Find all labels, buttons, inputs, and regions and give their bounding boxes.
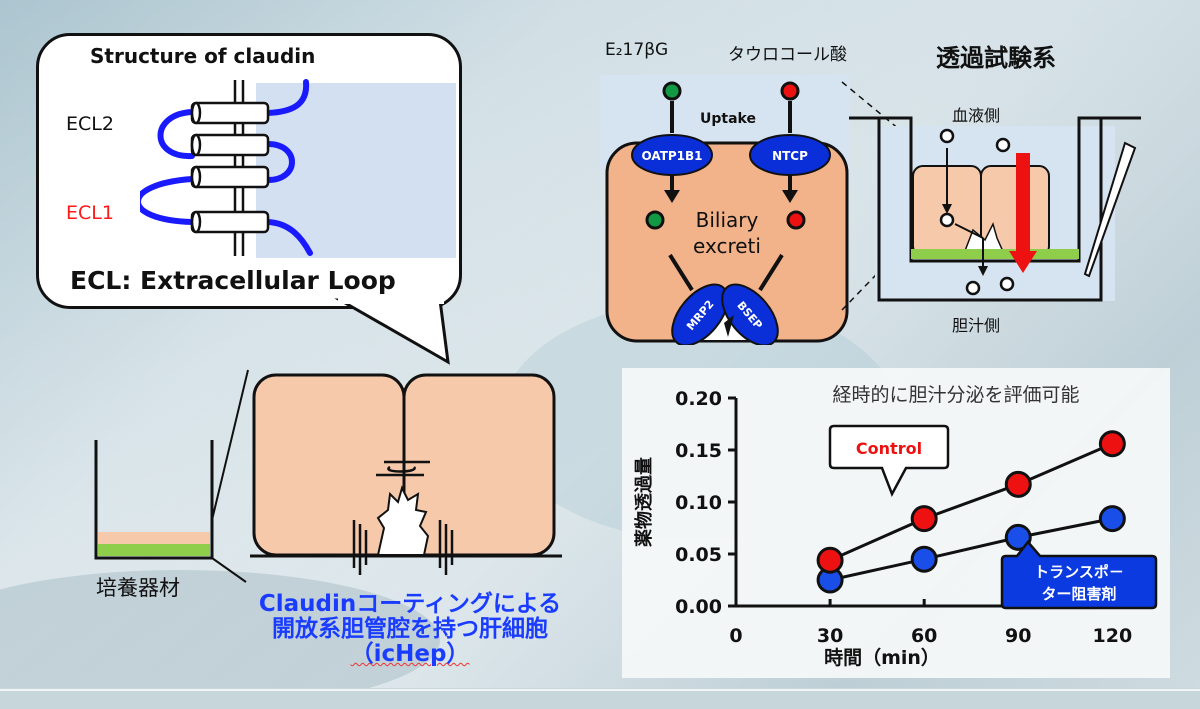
y-tick-label: 0.15: [675, 440, 722, 462]
y-tick-label: 0.00: [675, 596, 722, 618]
data-point: [1004, 470, 1032, 498]
claudin-diagram: [140, 79, 456, 258]
insert: [879, 116, 1101, 263]
ecl2-loop: [157, 109, 195, 160]
culture-vessel: [94, 440, 214, 560]
y-ticks: 0.00 0.05 0.10 0.15 0.20: [675, 388, 736, 618]
oatp1b1-label: OATP1B1: [641, 149, 702, 163]
ntcp-label: NTCP: [772, 149, 808, 163]
inhibitor-callout: [1000, 540, 1158, 610]
series-line: [829, 442, 1113, 562]
chart-panel: [622, 368, 1170, 678]
permeation-arrow-icon: [1009, 251, 1037, 273]
bile-side-label: 胆汁側: [952, 316, 1001, 335]
hepatocyte-right: [402, 373, 556, 557]
ecl1-label: ECL1: [66, 202, 114, 224]
inhibitor-callout-label-2: ター阻害剤: [1041, 585, 1116, 603]
culture-vessel-label: 培養器材: [96, 576, 180, 600]
hepatocyte-left: [252, 373, 406, 557]
callouts: Control トランスポ－ ター阻害剤: [828, 424, 1158, 610]
data-point: [1098, 430, 1126, 458]
caption-line-1: Claudinコーティングによる: [258, 591, 562, 617]
series-line: [829, 517, 1113, 582]
biliary-excretion-label-1: Biliary: [696, 208, 759, 232]
blood-side-label: 血液側: [952, 106, 1001, 125]
control-callout-label: Control: [856, 439, 922, 458]
ecl-definition: ECL: Extracellular Loop: [70, 266, 396, 295]
arrow-down-icon: [782, 190, 798, 203]
membrane-filter: [911, 249, 1079, 259]
permeation-title: 透過試験系: [936, 44, 1056, 72]
claudin-loops: [140, 79, 313, 256]
e217bg-molecule-intracellular: [645, 210, 665, 230]
coating-layer: [98, 544, 210, 556]
x-tick-label: 30: [817, 625, 843, 647]
data-point: [910, 545, 938, 573]
claudin-callout-tail: [334, 294, 450, 365]
x-tick-label: 120: [1093, 625, 1133, 647]
x-tick-label: 90: [1005, 625, 1031, 647]
cell-layer: [98, 532, 210, 544]
ecl1-loop: [140, 176, 195, 225]
inhibitor-callout-label-1: トランスポ－: [1034, 563, 1124, 581]
efflux-arrow-icon: [724, 315, 734, 337]
permeation-chart: 経時的に胆汁分泌を評価可能 薬物透過量 時間（min） 0.00 0.05 0.10…: [633, 384, 1158, 669]
outer-well: [849, 116, 1141, 302]
pipette-tip-icon: [1083, 141, 1137, 278]
data-point: [910, 505, 938, 533]
chart-title: 経時的に胆汁分泌を評価可能: [832, 384, 1079, 406]
data-point: [816, 546, 844, 574]
taurocholate-molecule-intracellular: [786, 210, 806, 230]
ecl2-label: ECL2: [66, 113, 114, 135]
caption-line-3: （icHep）: [350, 641, 470, 667]
control-callout: [828, 424, 950, 497]
substrate-e217bg-label: E₂17βG: [605, 40, 669, 60]
arrow-down-icon: [664, 190, 680, 203]
y-tick-label: 0.20: [675, 388, 722, 410]
caption-line-2: 開放系胆管腔を持つ肝細胞: [272, 616, 548, 642]
x-axis-label: 時間（min）: [824, 646, 940, 669]
uptake-label: Uptake: [700, 111, 756, 127]
culture-vessel-diagram: [94, 369, 249, 583]
arrow-down-icon: [978, 266, 988, 276]
ichep-caption: Claudinコーティングによる 開放系胆管腔を持つ肝細胞 （icHep）: [200, 592, 620, 667]
y-tick-label: 0.10: [675, 492, 722, 514]
hepatocyte-transport-diagram: Uptake OATP1B1 NTCP Biliary excreti MRP2…: [600, 75, 850, 345]
data-point: [1004, 523, 1032, 551]
mrp2-transporter: [671, 283, 729, 345]
data-point: [1098, 505, 1126, 533]
bile-canaliculus-open: [376, 485, 430, 556]
tight-junction-claudin: [352, 460, 454, 575]
claudin-title: Structure of claudin: [90, 44, 316, 68]
y-axis-label: 薬物透過量: [633, 457, 655, 547]
transwell-diagram: [849, 116, 1141, 302]
transmembrane-helices: [190, 101, 270, 234]
substrate-taurocholate-label: タウロコール酸: [728, 45, 847, 65]
series: [816, 430, 1126, 594]
e217bg-molecule: [662, 81, 682, 101]
taurocholate-molecule: [780, 81, 800, 101]
biliary-excretion-label-2: excreti: [693, 234, 761, 258]
hepatocyte-pair-diagram: [250, 373, 562, 575]
permeation-arrow-shaft: [1016, 153, 1030, 253]
arrow-down-icon: [942, 204, 952, 214]
x-tick-label: 60: [911, 625, 937, 647]
bsep-transporter: [721, 283, 779, 345]
y-tick-label: 0.05: [675, 544, 722, 566]
x-tick-label: 0: [729, 625, 742, 647]
